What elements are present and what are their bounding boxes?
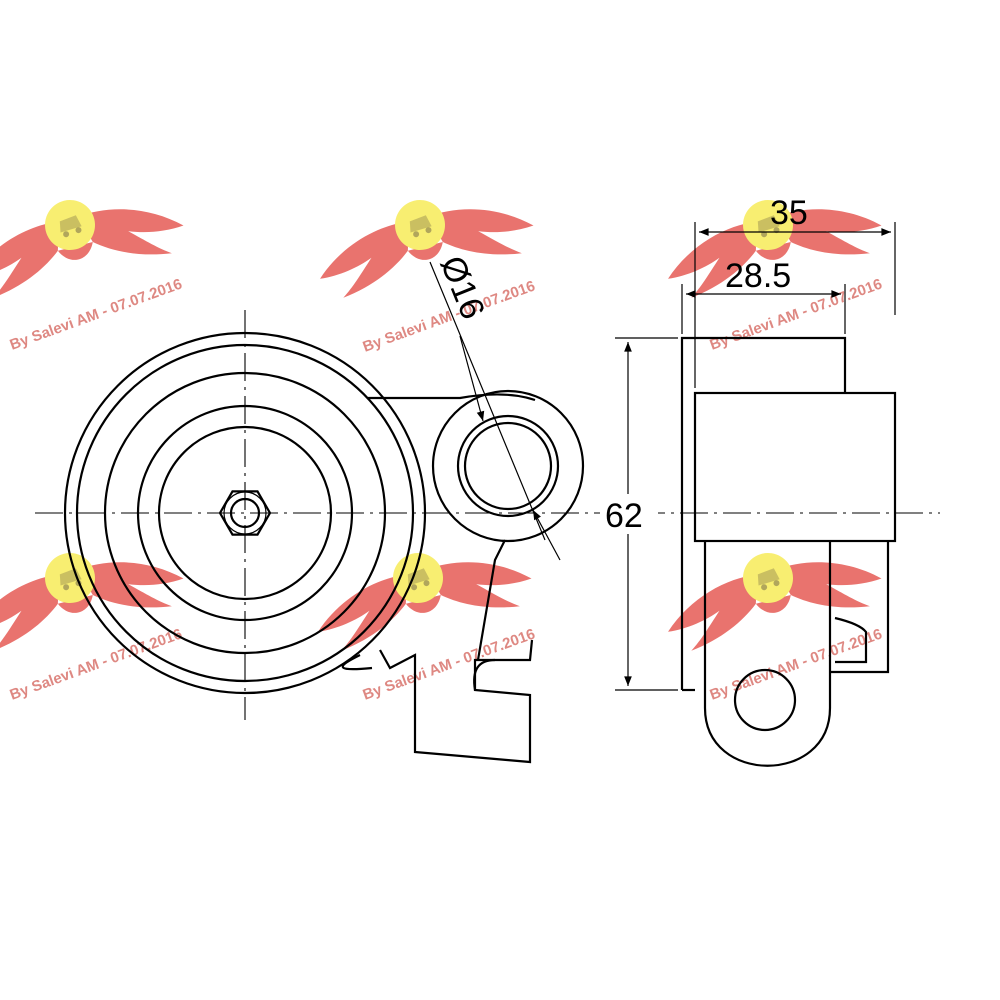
side-arm bbox=[703, 541, 832, 767]
hex-nut-chamfer bbox=[223, 491, 267, 535]
diameter-arrow-bottom bbox=[532, 509, 561, 561]
eye-bore-inner bbox=[463, 421, 553, 511]
width-total-label: 35 bbox=[770, 194, 808, 232]
side-arm-bracket bbox=[830, 541, 890, 674]
front-view: Ø16 bbox=[35, 251, 940, 764]
diameter-leader bbox=[429, 261, 546, 541]
arm-lower-hook bbox=[473, 658, 496, 691]
watermarks: By Salevi AM - 07.07.2016 By Salevi AM -… bbox=[0, 174, 888, 704]
hex-nut-bore bbox=[229, 497, 261, 529]
watermark-text: By Salevi AM - 07.07.2016 bbox=[708, 626, 885, 704]
side-view: 62 35 28.5 bbox=[600, 194, 897, 767]
hex-nut bbox=[218, 490, 272, 536]
pulley-rim-inner bbox=[75, 343, 415, 683]
height-dimension-label: 62 bbox=[605, 497, 643, 535]
tensioner-arm bbox=[368, 393, 536, 764]
watermark-logo bbox=[307, 174, 540, 303]
pulley-bearing-ring bbox=[103, 371, 387, 655]
height-label-bg bbox=[600, 494, 658, 534]
arm-connector bbox=[341, 654, 373, 671]
side-pulley-body bbox=[680, 336, 847, 690]
pulley-outer-rim bbox=[63, 331, 427, 695]
width-inner-label: 28.5 bbox=[725, 257, 791, 295]
diameter-arrow-top bbox=[459, 335, 485, 422]
side-pin-section bbox=[733, 668, 797, 732]
watermark-text: By Salevi AM - 07.07.2016 bbox=[8, 276, 185, 354]
eye-bore-outer bbox=[456, 414, 560, 518]
pulley-hub bbox=[157, 425, 333, 601]
watermark-text: By Salevi AM - 07.07.2016 bbox=[8, 626, 185, 704]
eye-outer bbox=[431, 389, 585, 543]
pulley-bearing-inner bbox=[136, 404, 354, 622]
side-hub-block bbox=[693, 391, 897, 543]
